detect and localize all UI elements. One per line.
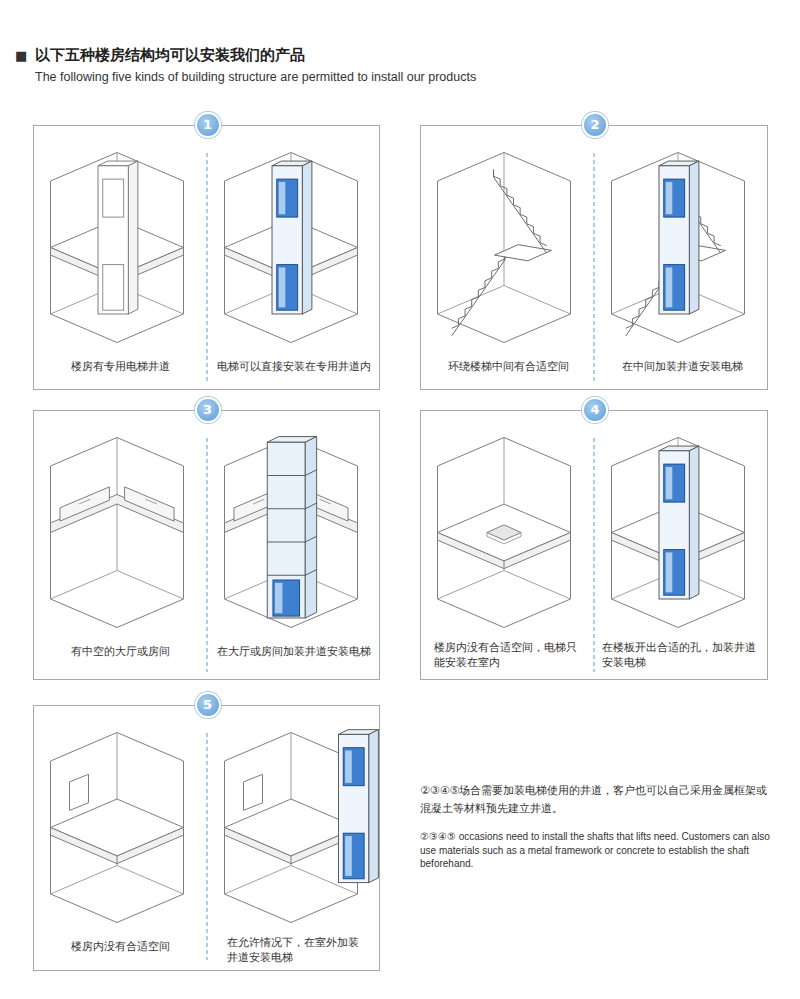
note-text-en: ②③④⑤ occasions need to install the shaft… <box>420 830 775 871</box>
note-text: ②③④⑤场合需要加装电梯使用的井道，客户也可以自己采用金属框架或混凝土等材料预先… <box>420 782 775 817</box>
structure-panel: 楼房有专用电梯井道电梯可以直接安装在专用井道内1 <box>33 125 380 390</box>
caption-holder: 在楼板开出合适的孔，加装井道安装电梯 <box>595 640 769 670</box>
caption-text: 在大厅或房间加装井道安装电梯 <box>217 644 371 659</box>
caption-text: 环绕楼梯中间有合适空间 <box>448 359 569 374</box>
structure-panel: 楼房内没有合适空间，电梯只能安装在室内在楼板开出合适的孔，加装井道安装电梯4 <box>420 410 768 680</box>
caption-holder: 在允许情况下，在室外加装井道安装电梯 <box>208 935 382 965</box>
structure-panel: 环绕楼梯中间有合适空间在中间加装井道安装电梯2 <box>420 125 768 390</box>
callout-circle: 1 <box>195 112 221 138</box>
callout-circle: 3 <box>195 397 221 423</box>
callout-number: 4 <box>590 402 599 417</box>
caption-holder: 环绕楼梯中间有合适空间 <box>421 355 595 374</box>
caption-text: 在中间加装井道安装电梯 <box>622 359 743 374</box>
bullet-mark: ■ <box>15 48 27 64</box>
callout-number: 2 <box>590 117 599 132</box>
caption-text: 电梯可以直接安装在专用井道内 <box>217 359 371 374</box>
callout-circle: 2 <box>582 112 608 138</box>
caption-holder: 电梯可以直接安装在专用井道内 <box>208 355 382 374</box>
callout-number: 1 <box>203 117 212 132</box>
callout-circle: 5 <box>195 692 221 718</box>
callout-number: 3 <box>203 402 212 417</box>
caption-holder: 有中空的大厅或房间 <box>34 640 208 659</box>
caption-text: 楼房内没有合适空间 <box>71 939 170 954</box>
caption-holder: 楼房内没有合适空间，电梯只能安装在室内 <box>421 640 595 670</box>
caption-holder: 楼房有专用电梯井道 <box>34 355 208 374</box>
callout-number: 5 <box>203 697 212 712</box>
structure-panel: 有中空的大厅或房间在大厅或房间加装井道安装电梯3 <box>33 410 380 680</box>
caption-holder: 在中间加装井道安装电梯 <box>595 355 769 374</box>
title-text: 以下五种楼房结构均可以安装我们的产品 <box>35 46 305 65</box>
caption-holder: 在大厅或房间加装井道安装电梯 <box>208 640 382 659</box>
caption-holder: 楼房内没有合适空间 <box>34 935 208 954</box>
subtitle-text: The following five kinds of building str… <box>35 69 775 85</box>
caption-text: 楼房有专用电梯井道 <box>71 359 170 374</box>
callout-circle: 4 <box>582 397 608 423</box>
caption-text: 楼房内没有合适空间，电梯只能安装在室内 <box>434 640 582 670</box>
caption-text: 在允许情况下，在室外加装井道安装电梯 <box>227 935 362 965</box>
caption-text: 在楼板开出合适的孔，加装井道安装电梯 <box>602 640 762 670</box>
caption-text: 有中空的大厅或房间 <box>71 644 170 659</box>
structure-panel: 楼房内没有合适空间在允许情况下，在室外加装井道安装电梯5 <box>33 705 380 971</box>
